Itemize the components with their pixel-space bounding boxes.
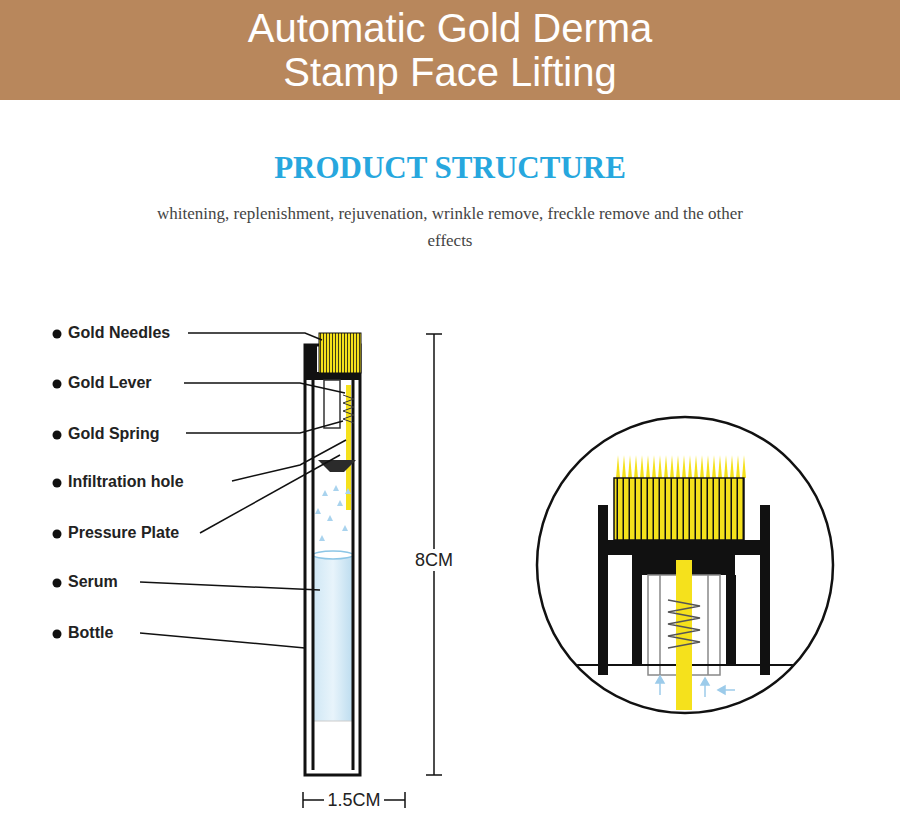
part-label: Gold Needles (68, 323, 170, 343)
needle-tip (736, 455, 740, 478)
dimension-label: 8CM (412, 549, 456, 571)
needle-tip (622, 455, 626, 478)
needle-tip (634, 455, 638, 478)
needle-tip (664, 455, 668, 478)
needle-tip (718, 455, 722, 478)
part-label: Bottle (68, 623, 113, 643)
needle-tip (688, 455, 692, 478)
needle-tip (616, 455, 620, 478)
needle-tip (742, 455, 746, 478)
needle-tip (712, 455, 716, 478)
part-label: Gold Spring (68, 424, 160, 444)
title-wrap: Automatic Gold Derma Stamp Face Lifting (0, 6, 900, 94)
needle-tip (670, 455, 674, 478)
needle-tip (652, 455, 656, 478)
needle-tip (628, 455, 632, 478)
part-label: Serum (68, 572, 118, 592)
needle-tip (706, 455, 710, 478)
effects-subtitle: whitening, replenishment, rejuvenation, … (150, 200, 750, 254)
section-heading: PRODUCT STRUCTURE (0, 150, 900, 186)
needle-tip (676, 455, 680, 478)
part-label: Infiltration hole (68, 472, 184, 492)
needle-tip (658, 455, 662, 478)
dimension-label: 1.5CM (324, 789, 383, 811)
needle-tip (730, 455, 734, 478)
page-title: Automatic Gold Derma Stamp Face Lifting (190, 6, 710, 94)
needle-tip (700, 455, 704, 478)
needle-tip (724, 455, 728, 478)
needle-tip (646, 455, 650, 478)
needle-tip (694, 455, 698, 478)
part-label: Pressure Plate (68, 523, 179, 543)
needle-tip (640, 455, 644, 478)
part-label: Gold Lever (68, 373, 152, 393)
needle-tip (682, 455, 686, 478)
